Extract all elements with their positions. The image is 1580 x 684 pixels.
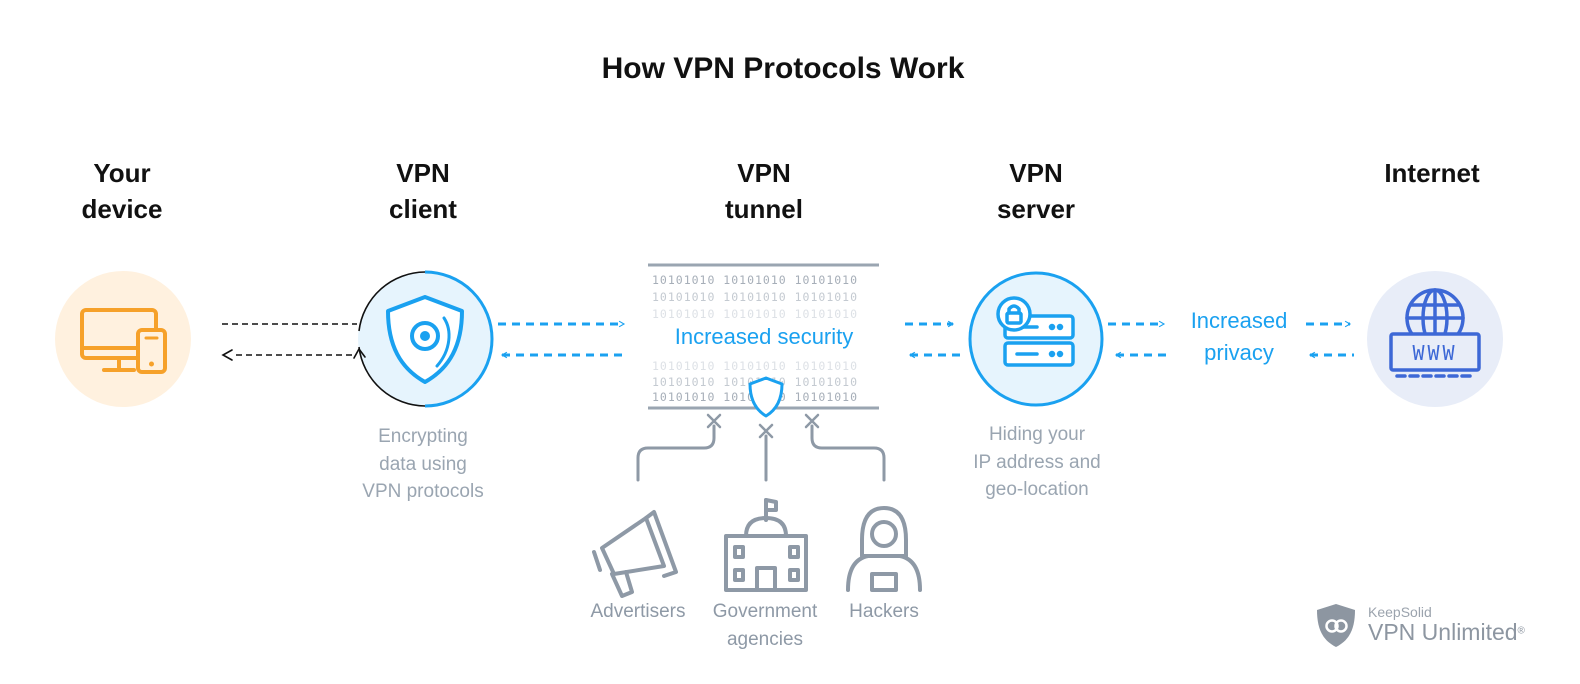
binary-row: 10101010 10101010 10101010 [652,307,858,321]
shield-eye-icon [386,295,464,384]
server-caption-line: Hiding your [988,424,1086,445]
client-caption-line: data using [379,453,467,475]
binary-row: 10101010 10101010 10101010 [652,273,858,287]
heading-server-line2: server [996,194,1076,224]
client-caption: Encrypting data using VPN protocols [303,423,543,506]
tunnel-label: Increased security [675,324,854,349]
server-lock-icon [996,296,1075,367]
heading-device-line1: Your [93,158,151,188]
label-government: Government agencies [685,598,845,654]
heading-tunnel: VPN tunnel [644,155,884,227]
megaphone-icon [592,510,678,598]
device-client-arrows [221,323,357,361]
threat-connectors [636,413,886,482]
globe-icon [1389,288,1481,378]
client-node [353,270,494,408]
label-government-line: agencies [726,629,804,650]
privacy-label-line: privacy [1204,340,1274,365]
server-caption-line: geo-location [985,479,1089,500]
building-icon [724,498,808,592]
heading-client-line1: VPN [396,158,450,188]
server-privacy-arrows [1108,320,1166,359]
server-caption-line: IP address and [973,451,1101,473]
label-advertisers: Advertisers [590,601,686,622]
client-caption-line: VPN protocols [362,481,484,502]
brand-shield-icon [1317,604,1355,647]
device-node [55,271,191,407]
privacy-label-line: Increased [1190,308,1288,333]
heading-tunnel-line1: VPN [737,158,791,188]
diagram-title: How VPN Protocols Work [601,52,965,85]
heading-device-line2: device [81,194,163,224]
heading-tunnel-line2: tunnel [725,194,803,224]
heading-client-line2: client [389,194,457,224]
phone-icon [136,328,167,374]
label-government-line: Government [712,601,818,622]
tunnel: 10101010 10101010 10101010 10101010 1010… [648,263,879,418]
internet-node: www [1367,271,1503,407]
brand-company: KeepSolid [1368,604,1432,620]
heading-server: VPN server [916,155,1156,227]
privacy-internet-arrows [1306,320,1354,359]
hacker-icon [846,506,922,592]
heading-server-line1: VPN [1009,158,1063,188]
brand: KeepSolid VPN Unlimited® [1368,604,1525,646]
globe-www-text: www [1412,341,1457,365]
binary-row: 10101010 10101010 10101010 [652,290,858,304]
binary-row: 10101010 10101010 10101010 [652,359,858,373]
client-tunnel-arrows [498,320,628,359]
server-node [968,271,1104,407]
tunnel-shield-icon [748,376,784,418]
brand-registered-mark: ® [1517,625,1525,637]
privacy-label: Increased privacy [1119,305,1359,369]
server-caption: Hiding your IP address and geo-location [917,421,1157,504]
label-hackers: Hackers [849,601,919,622]
heading-internet-line1: Internet [1384,158,1480,188]
heading-device: Your device [2,155,242,227]
tunnel-server-arrows [905,320,966,359]
binary-stream: 10101010 10101010 10101010 10101010 1010… [652,273,858,404]
client-caption-line: Encrypting [378,426,468,447]
heading-internet: Internet [1312,155,1552,191]
heading-client: VPN client [303,155,543,227]
brand-product: VPN Unlimited [1368,619,1518,645]
